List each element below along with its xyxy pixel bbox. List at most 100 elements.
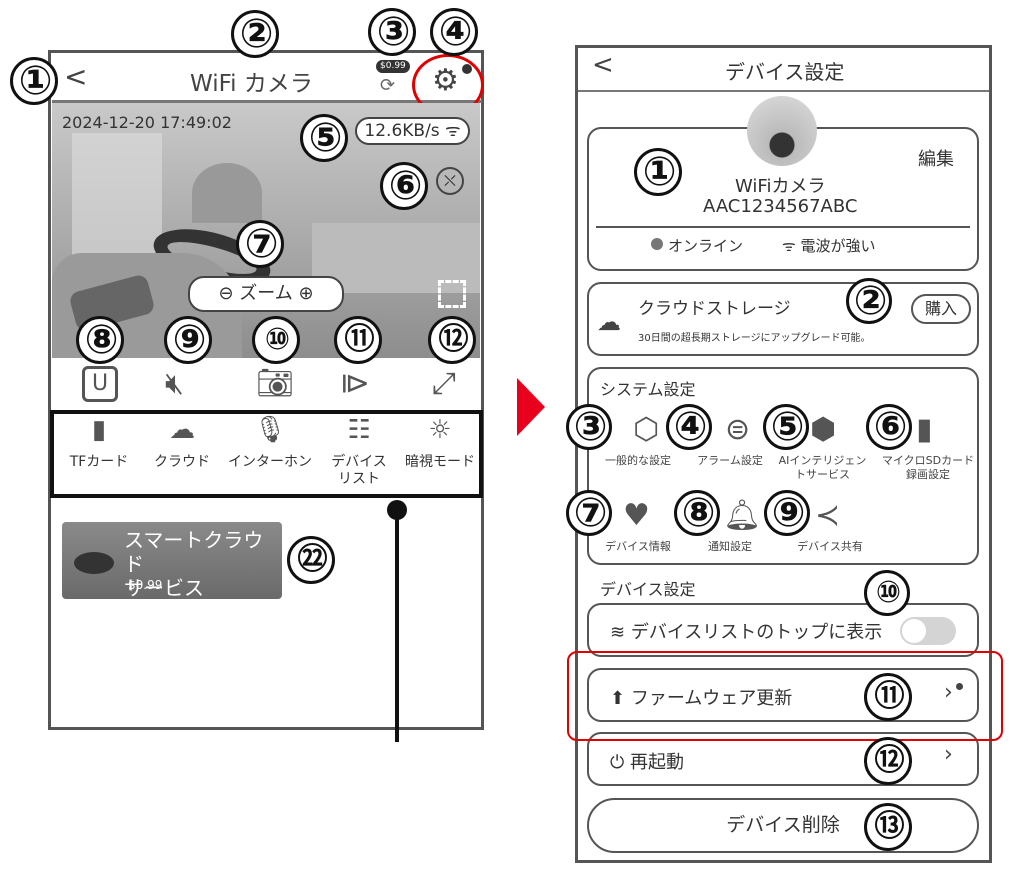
pointer-line [395,510,399,742]
zoom-in-icon[interactable]: ⊕ [298,283,314,304]
microphone-icon: 🎙︎ [253,415,287,445]
fullscreen-crop-icon[interactable] [438,280,466,308]
motion-off-icon[interactable]: ⛌ [436,167,464,195]
expand-icon[interactable]: ⤢ [432,366,456,401]
zoom-out-icon[interactable]: ⊖ [218,283,234,304]
device-name: WiFiカメラ [735,176,826,197]
tool-cloud[interactable]: ☁ クラウド [137,415,227,471]
back-button[interactable]: < [64,60,88,93]
tool-tf-card[interactable]: ▮TFカード [54,415,144,471]
tool-label: デバイス リスト [331,454,387,487]
callout: ⑨ [764,490,810,536]
callout: ② [846,278,892,324]
tool-night-vision[interactable]: ☼暗視モード [400,415,480,471]
device-info[interactable]: ♥デバイス情報 [593,492,683,554]
callout: ⑥ [866,404,912,450]
chevron-right-icon: › [944,680,953,705]
mute-icon[interactable]: 🔇︎ [165,366,184,401]
callout: ⑫ [864,737,912,785]
firmware-update-row[interactable] [587,668,979,722]
price-badge: $0.99 [376,60,410,73]
notification-settings[interactable]: 🔔︎ 通知設定 [685,492,775,554]
bitrate-value: 12.6KB/s [364,121,440,141]
smart-cloud-card[interactable]: スマートクラウド サービス $0.99 [62,522,282,600]
signal-status: ᯤ 電波が強い [782,235,876,256]
sd-card-icon: ▮ [916,412,933,447]
tool-intercom[interactable]: 🎙︎ インターホン [224,415,316,471]
callout: ⑫ [428,316,476,364]
night-mode-icon: ☼ [428,415,452,445]
hexagon-icon: ⬡ [633,412,660,447]
item-label: アラーム設定 [697,454,763,467]
card-price: $0.99 [128,578,163,592]
item-label: AIインテリジェン トサービス [778,454,867,481]
callout: ⑤ [763,404,809,450]
callout: ⑬ [864,803,912,851]
snapshot-camera-icon[interactable]: 📷︎ [256,366,295,401]
row-label: 再起動 [629,752,684,773]
delete-device-button[interactable]: デバイス削除 [587,798,979,853]
cloud-upload-icon: ☁ [169,415,195,445]
bell-icon: 🔔︎ [723,498,762,533]
sd-card-icon: ▮ [91,415,107,445]
callout: ⑪ [864,673,912,721]
alarm-camera-icon: ⊜ [725,412,751,447]
callout: ⑨ [164,316,212,364]
divider [596,226,970,228]
card-title: スマートクラウド サービス [124,528,264,600]
callout: ⑧ [674,490,720,536]
alarm-settings[interactable]: ⊜ アラーム設定 [685,406,775,468]
section-title: デバイス設定 [600,580,696,599]
device-settings-screen [575,45,992,863]
video-record-icon[interactable]: ⧐ [340,366,370,401]
zoom-label: ズーム [239,283,293,304]
layers-icon: ≋ [610,622,626,643]
item-label: 通知設定 [708,540,752,553]
signal-label: 電波が強い [800,237,876,255]
callout: ① [634,148,682,196]
general-settings[interactable]: ⬡ 一般的な設定 [593,406,683,468]
toolbar [50,410,483,498]
row-label: デバイスリストのトップに表示 [630,622,883,643]
wifi-icon: ᯤ [782,237,796,255]
heart-pulse-icon: ♥ [623,498,650,533]
device-share[interactable]: ≺ デバイス共有 [785,492,875,554]
live-video[interactable] [52,103,480,358]
callout: ⑦ [566,490,612,536]
online-dot-icon [651,238,663,250]
flow-arrow-icon [517,378,545,436]
cloud-storage-icon [74,552,114,574]
item-label: 一般的な設定 [605,454,671,467]
item-label: マイクロSDカード 録画設定 [881,454,975,481]
usb-record-icon[interactable]: U [82,366,118,402]
tool-label: クラウド [154,454,210,470]
sd-record-settings[interactable]: ▮ マイクロSDカード 録画設定 [876,406,980,482]
chevron-right-icon: › [944,742,953,767]
reboot-label: ⏻ 再起動 [610,748,684,774]
reboot-row[interactable] [587,732,979,786]
callout: ⑦ [236,220,284,268]
video-timestamp: 2024-12-20 17:49:02 [62,113,232,132]
callout: ④ [666,404,712,450]
power-icon: ⏻ [610,752,625,773]
callout: ① [10,57,58,105]
tool-device-list[interactable]: ☷ デバイス リスト [320,415,398,488]
buy-button[interactable]: 購入 [911,294,971,324]
ai-service[interactable]: ⬢AIインテリジェン トサービス [770,406,875,482]
wifi-icon: ᯤ [445,121,461,141]
callout: ⑤ [300,114,348,162]
back-button[interactable]: < [592,50,614,80]
edit-button[interactable]: 編集 [918,149,954,170]
tool-label: インターホン [228,454,312,470]
zoom-control[interactable]: ⊖ ズーム ⊕ [188,276,344,312]
cloud-sync-icon[interactable]: ⟳ [380,75,396,96]
firmware-label: ⬆ ファームウェア更新 [610,684,792,710]
bitrate-indicator: 12.6KB/s ᯤ [355,117,470,145]
cloud-storage-card[interactable] [587,282,979,356]
callout: ③ [368,8,416,56]
share-icon: ≺ [815,498,841,533]
pin-top-toggle[interactable] [900,617,956,645]
device-list-icon: ☷ [347,415,371,445]
callout: ② [231,10,279,58]
item-label: デバイス共有 [797,540,863,553]
